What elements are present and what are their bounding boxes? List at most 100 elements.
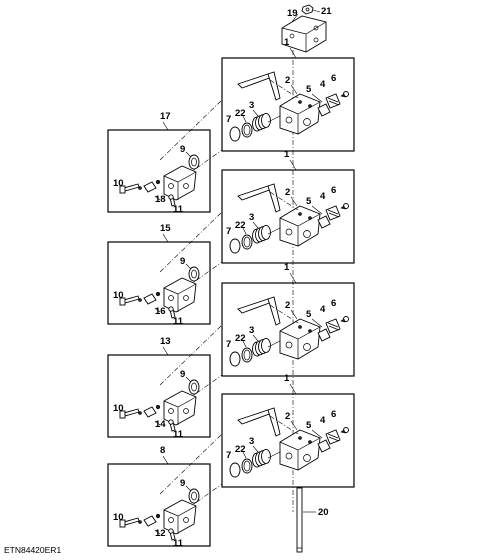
seal-washer [188, 379, 200, 395]
diagram-code: ETN84420ER1 [4, 545, 61, 555]
seal-washer [188, 488, 200, 504]
label-section: 1 [284, 262, 290, 273]
label-section: 15 [160, 223, 171, 234]
label-section: 17 [160, 111, 171, 122]
end-cover [163, 165, 197, 201]
mounting-bracket [281, 15, 327, 53]
label-part-6: 6 [331, 409, 336, 420]
label-part-mid: 12 [155, 528, 166, 539]
relief-fittings [317, 427, 349, 453]
label-part-11: 11 [173, 429, 184, 440]
label-part-6: 6 [331, 73, 336, 84]
cap-screw [119, 295, 140, 306]
label-nut: 21 [321, 6, 332, 17]
label-part-22: 22 [235, 333, 246, 344]
detent-parts [138, 291, 161, 305]
label-part-mid: 14 [155, 419, 166, 430]
label-part-10: 10 [113, 178, 124, 189]
label-part-22: 22 [235, 444, 246, 455]
label-part-3: 3 [249, 212, 254, 223]
label-part-6: 6 [331, 185, 336, 196]
label-part-4: 4 [320, 191, 326, 202]
end-cover [163, 277, 197, 313]
label-part-2: 2 [285, 411, 290, 422]
label-part-mid: 18 [155, 194, 166, 205]
small-screw [168, 194, 176, 207]
detent-parts [138, 179, 161, 193]
detent-parts [138, 404, 161, 418]
label-part-2: 2 [285, 300, 290, 311]
label-rod: 20 [318, 507, 329, 518]
cover-section-box [107, 354, 211, 438]
seal-kit [229, 112, 281, 142]
label-part-7: 7 [226, 114, 231, 125]
spool-handle [237, 407, 281, 437]
valve-body [279, 93, 321, 135]
label-part-4: 4 [320, 415, 326, 426]
label-part-7: 7 [226, 339, 231, 350]
label-part-5: 5 [306, 196, 312, 207]
label-part-9: 9 [180, 144, 185, 155]
detent-parts [138, 513, 161, 527]
valve-section-box [221, 169, 355, 264]
relief-fittings [317, 316, 349, 342]
label-part-7: 7 [226, 226, 231, 237]
valve-section-box [221, 57, 355, 152]
label-part-5: 5 [306, 84, 312, 95]
label-part-9: 9 [180, 478, 185, 489]
end-cover [163, 390, 197, 426]
cap-screw [119, 183, 140, 194]
cover-section-box [107, 463, 211, 547]
label-part-10: 10 [113, 512, 124, 523]
label-part-11: 11 [173, 316, 184, 327]
end-cover [163, 499, 197, 535]
valve-body [279, 205, 321, 247]
label-part-5: 5 [306, 420, 312, 431]
label-bracket: 19 [287, 8, 298, 19]
label-part-5: 5 [306, 309, 312, 320]
label-part-9: 9 [180, 369, 185, 380]
valve-body [279, 318, 321, 360]
valve-body [279, 429, 321, 471]
small-screw [168, 528, 176, 541]
label-part-3: 3 [249, 100, 254, 111]
cap-screw [119, 517, 140, 528]
seal-kit [229, 448, 281, 478]
label-section: 13 [160, 336, 171, 347]
seal-kit [229, 337, 281, 367]
label-part-6: 6 [331, 298, 336, 309]
label-part-4: 4 [320, 304, 326, 315]
cover-section: 8 9 10 12 11 [107, 433, 223, 549]
seal-kit [229, 224, 281, 254]
seal-washer [188, 154, 200, 170]
cover-section-box [107, 241, 211, 325]
label-part-2: 2 [285, 187, 290, 198]
nut [301, 4, 314, 15]
label-part-22: 22 [235, 220, 246, 231]
label-section: 1 [284, 37, 290, 48]
label-section: 1 [284, 149, 290, 160]
label-section: 1 [284, 373, 290, 384]
label-part-11: 11 [173, 204, 184, 215]
label-section: 8 [160, 445, 165, 456]
small-screw [168, 419, 176, 432]
cover-section-box [107, 129, 211, 213]
label-part-9: 9 [180, 256, 185, 267]
spool-handle [237, 296, 281, 326]
valve-section-box [221, 282, 355, 377]
relief-fittings [317, 203, 349, 229]
spool-handle [237, 71, 281, 101]
tie-rod [296, 487, 303, 553]
label-part-11: 11 [173, 538, 184, 549]
small-screw [168, 306, 176, 319]
label-part-3: 3 [249, 325, 254, 336]
seal-washer [188, 266, 200, 282]
